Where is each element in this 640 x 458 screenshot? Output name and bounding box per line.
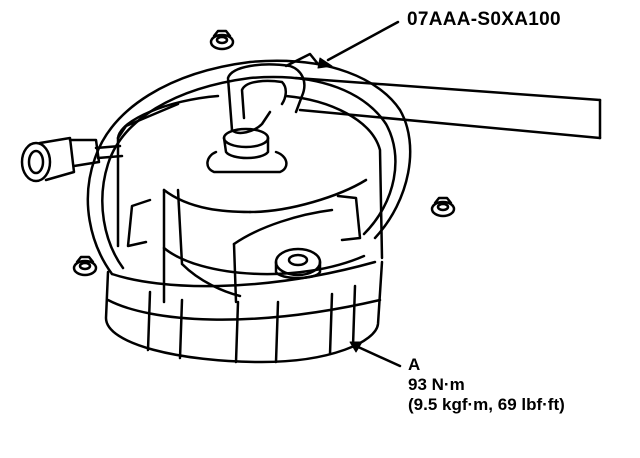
nut-icon xyxy=(72,255,98,277)
callout-a-leader-arrow xyxy=(349,341,363,353)
nut-icon xyxy=(430,196,456,218)
tool-leader-arrow xyxy=(317,57,333,69)
wrench-icon xyxy=(226,52,602,140)
fuel-pump-icon xyxy=(104,94,384,364)
callout-a-label: A xyxy=(408,355,421,374)
tool-leader-line xyxy=(326,20,400,62)
torque-alt-label: (9.5 kgf·m, 69 lbf·ft) xyxy=(408,395,565,414)
connector-icon xyxy=(20,136,124,183)
nut-icon xyxy=(209,29,235,51)
tool-label: 07AAA-S0XA100 xyxy=(407,9,561,30)
torque-nm-label: 93 N·m xyxy=(408,375,465,394)
callout-a-leader-line xyxy=(354,344,402,368)
lock-ring xyxy=(86,59,412,288)
